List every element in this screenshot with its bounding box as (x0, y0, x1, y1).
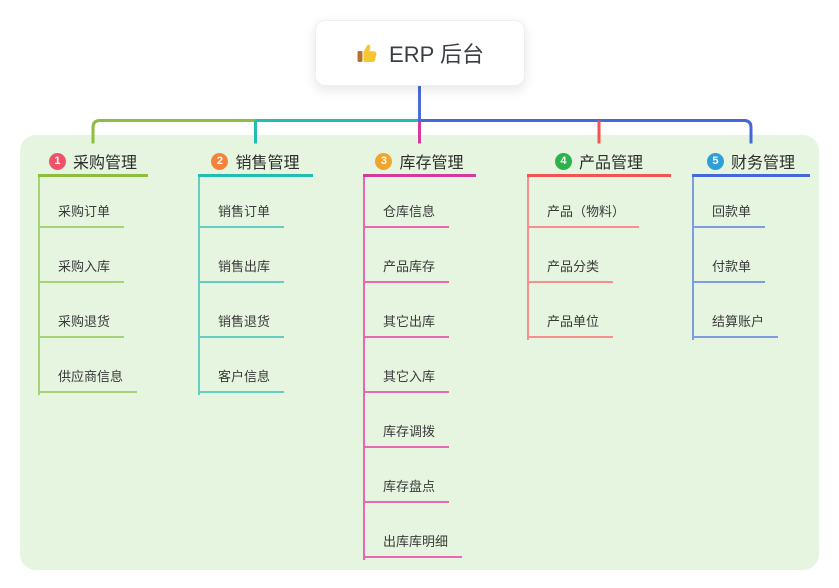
child-label: 销售订单 (218, 204, 271, 219)
child-label: 采购订单 (58, 204, 111, 219)
child-label: 产品单位 (547, 314, 600, 329)
child-label: 出库库明细 (383, 534, 449, 549)
branch-number-badge: 5 (706, 152, 724, 170)
branch-rail (692, 177, 694, 340)
child-label: 采购退货 (58, 314, 111, 329)
child-item[interactable]: 库存盘点 (363, 468, 450, 503)
child-label: 仓库信息 (383, 204, 436, 219)
branch-number-badge: 2 (211, 152, 229, 170)
child-label: 库存盘点 (383, 479, 436, 494)
child-item[interactable]: 采购入库 (38, 248, 125, 283)
child-item[interactable]: 采购退货 (38, 303, 125, 338)
branch-number-badge: 1 (48, 152, 66, 170)
child-label: 付款单 (712, 259, 752, 274)
child-item[interactable]: 产品（物料） (527, 193, 640, 228)
child-item[interactable]: 销售订单 (198, 193, 285, 228)
branch-rail (198, 177, 200, 395)
child-item[interactable]: 产品库存 (363, 248, 450, 283)
child-label: 供应商信息 (58, 369, 124, 384)
branch-label: 财务管理 (730, 155, 795, 172)
child-label: 结算账户 (712, 314, 765, 329)
branch-title-5[interactable]: 5 财务管理 (692, 148, 810, 177)
branch-title-3[interactable]: 3 库存管理 (363, 148, 476, 177)
child-label: 回款单 (712, 204, 752, 219)
child-label: 产品（物料） (547, 204, 626, 219)
child-item[interactable]: 结算账户 (692, 303, 779, 338)
child-label: 客户信息 (218, 369, 271, 384)
branch-rail (363, 177, 365, 560)
child-label: 其它入库 (383, 369, 436, 384)
child-label: 库存调拨 (383, 424, 436, 439)
child-item[interactable]: 回款单 (692, 193, 766, 228)
branch-number-badge: 4 (554, 152, 572, 170)
child-item[interactable]: 产品单位 (527, 303, 614, 338)
branch-title-4[interactable]: 4 产品管理 (527, 148, 671, 177)
thumbs-up-icon (356, 41, 380, 65)
child-item[interactable]: 库存调拨 (363, 413, 450, 448)
child-item[interactable]: 销售出库 (198, 248, 285, 283)
child-item[interactable]: 供应商信息 (38, 358, 138, 393)
branch-rail (38, 177, 40, 395)
child-label: 其它出库 (383, 314, 436, 329)
child-item[interactable]: 其它出库 (363, 303, 450, 338)
branches-panel: 1 采购管理采购订单采购入库采购退货供应商信息 2 销售管理销售订单销售出库销售退货客… (20, 135, 819, 570)
child-item[interactable]: 仓库信息 (363, 193, 450, 228)
child-item[interactable]: 产品分类 (527, 248, 614, 283)
child-item[interactable]: 客户信息 (198, 358, 285, 393)
child-item[interactable]: 采购订单 (38, 193, 125, 228)
child-label: 采购入库 (58, 259, 111, 274)
child-label: 销售出库 (218, 259, 271, 274)
branch-label: 产品管理 (578, 155, 643, 172)
child-label: 产品库存 (383, 259, 436, 274)
branch-number-badge: 3 (375, 152, 393, 170)
child-label: 产品分类 (547, 259, 600, 274)
child-item[interactable]: 出库库明细 (363, 523, 463, 558)
child-label: 销售退货 (218, 314, 271, 329)
branch-label: 采购管理 (72, 155, 137, 172)
root-label: ERP 后台 (389, 42, 484, 67)
branch-title-1[interactable]: 1 采购管理 (38, 148, 148, 177)
child-item[interactable]: 其它入库 (363, 358, 450, 393)
branch-rail (527, 177, 529, 340)
branch-label: 库存管理 (399, 155, 464, 172)
branch-title-2[interactable]: 2 销售管理 (198, 148, 313, 177)
child-item[interactable]: 付款单 (692, 248, 766, 283)
root-node[interactable]: ERP 后台 (315, 20, 525, 86)
child-item[interactable]: 销售退货 (198, 303, 285, 338)
branch-label: 销售管理 (235, 155, 300, 172)
